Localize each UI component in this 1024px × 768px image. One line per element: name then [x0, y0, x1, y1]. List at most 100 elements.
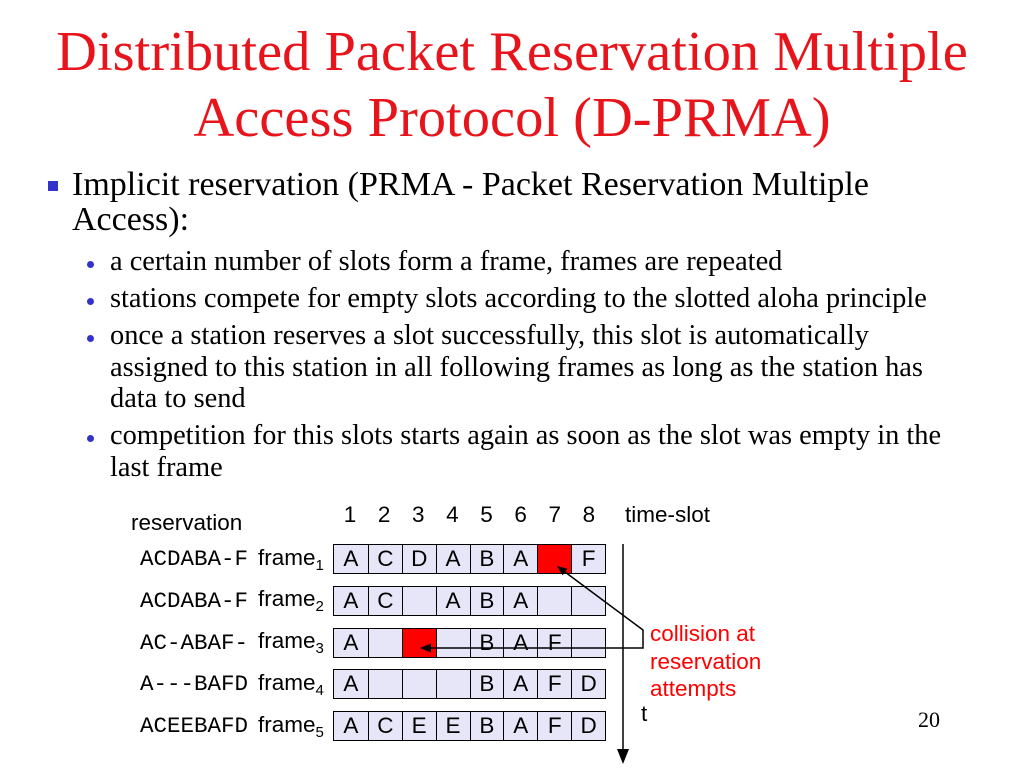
- frame-index-subscript: 2: [315, 598, 324, 616]
- sub-bullet-line: data to send: [110, 383, 246, 414]
- slot-cell: B: [469, 712, 504, 740]
- sub-bullet: stations compete for empty slots accordi…: [86, 283, 941, 315]
- dot-bullet-icon: [87, 298, 94, 305]
- slot-cell: [401, 670, 436, 699]
- slot-cell: A: [334, 586, 368, 615]
- slide-title-line-1: Distributed Packet Reservation Multiple: [56, 21, 968, 83]
- slot-cell: D: [571, 712, 605, 740]
- slot-cell: [537, 586, 572, 615]
- slot-cell: [435, 670, 470, 699]
- slot-cell: A: [503, 670, 538, 699]
- slot-cell: A: [334, 628, 368, 657]
- slot-cell: [401, 586, 436, 615]
- frame-label: frame1: [258, 543, 333, 576]
- slot-cell: F: [537, 670, 572, 699]
- sub-bullet-line: once a station reserves a slot successfu…: [110, 320, 870, 351]
- sub-bullet: competition for this slots starts again …: [86, 420, 941, 483]
- sub-bullet-line: assigned to this station in all followin…: [110, 351, 923, 383]
- page-number: 20: [918, 707, 940, 732]
- reservation-code: ACEEBAFD: [140, 713, 249, 739]
- frame-label: frame3: [258, 626, 333, 659]
- slot-cell: A: [334, 670, 368, 699]
- sub-bullet-list: a certain number of slots form a frame, …: [86, 246, 941, 483]
- sub-bullet: a certain number of slots form a frame, …: [86, 246, 941, 278]
- slot-cell: B: [469, 545, 504, 573]
- slot-number: 4: [446, 502, 459, 527]
- sub-bullet-line: last frame: [110, 451, 223, 483]
- frame-label-text: frame: [258, 586, 316, 612]
- dot-bullet-icon: [87, 335, 94, 342]
- slot-number: 8: [582, 502, 596, 527]
- slot-cell: D: [401, 545, 436, 573]
- time-slot-label: time-slot: [625, 502, 711, 527]
- dot-bullet-icon: [87, 261, 94, 268]
- slot-cell: C: [367, 545, 402, 573]
- slot-cell: B: [469, 628, 504, 657]
- slot-cell: [435, 628, 470, 657]
- collision-note-line: attempts: [650, 676, 737, 701]
- time-axis-label: t: [641, 701, 648, 726]
- reservation-code: A---BAFD: [140, 671, 249, 698]
- slot-cell: A: [435, 545, 470, 573]
- main-bullet-line: Access):: [72, 201, 190, 238]
- slot-number: 3: [412, 502, 425, 527]
- frame-label-text: frame: [258, 669, 316, 695]
- reservation-code: AC-ABAF-: [140, 629, 249, 656]
- frame-label-text: frame: [258, 544, 316, 570]
- collision-slot-cell: [401, 628, 436, 657]
- slot-cell: F: [571, 545, 605, 573]
- frame-label-text: frame: [258, 628, 316, 653]
- slot-cell: C: [367, 586, 402, 615]
- sub-bullet-line: competition for this slots starts again …: [110, 420, 942, 451]
- reservation-code: ACDABA-F: [140, 546, 249, 572]
- frame-index-subscript: 4: [315, 681, 324, 699]
- main-bullet-line: Implicit reservation (PRMA - Packet Rese…: [72, 166, 869, 203]
- dot-bullet-icon: [87, 435, 94, 442]
- sub-bullet: once a station reserves a slot successfu…: [86, 320, 941, 415]
- sub-bullet-line: a certain number of slots form a frame, …: [110, 246, 783, 277]
- collision-note: collision at reservation attempts: [650, 620, 761, 703]
- collision-note-line: reservation: [650, 648, 762, 674]
- slot-cell: [571, 586, 605, 615]
- slot-cell: A: [503, 628, 538, 657]
- frame-index-subscript: 5: [315, 723, 324, 741]
- slot-cell: A: [503, 712, 538, 740]
- slot-cell: C: [367, 712, 402, 740]
- reservation-label: reservation: [131, 510, 243, 535]
- frame-label: frame2: [258, 584, 333, 617]
- frame-label: frame4: [258, 668, 333, 701]
- slot-cell: [367, 628, 402, 657]
- slot-cell: F: [537, 712, 572, 740]
- frame-label: frame5: [258, 710, 333, 743]
- slot-cell: A: [435, 586, 470, 615]
- slot-cell: D: [571, 670, 605, 699]
- slot-number: 5: [480, 502, 493, 527]
- slot-number: 6: [514, 502, 527, 527]
- collision-note-line: collision at: [650, 621, 756, 646]
- slot-cell: B: [469, 586, 504, 615]
- slot-number: 1: [343, 502, 357, 527]
- slot-cell: A: [503, 545, 538, 573]
- slot-cell: B: [469, 670, 504, 699]
- time-axis-arrowhead-icon: [617, 749, 629, 764]
- reservation-code: ACDABA-F: [140, 587, 249, 614]
- slot-cell: A: [334, 712, 368, 740]
- slot-cell: E: [401, 712, 436, 740]
- frame-index-subscript: 3: [315, 640, 324, 657]
- slot-cell: A: [334, 545, 368, 573]
- slot-cell: F: [537, 628, 572, 657]
- slot-number: 7: [548, 502, 562, 527]
